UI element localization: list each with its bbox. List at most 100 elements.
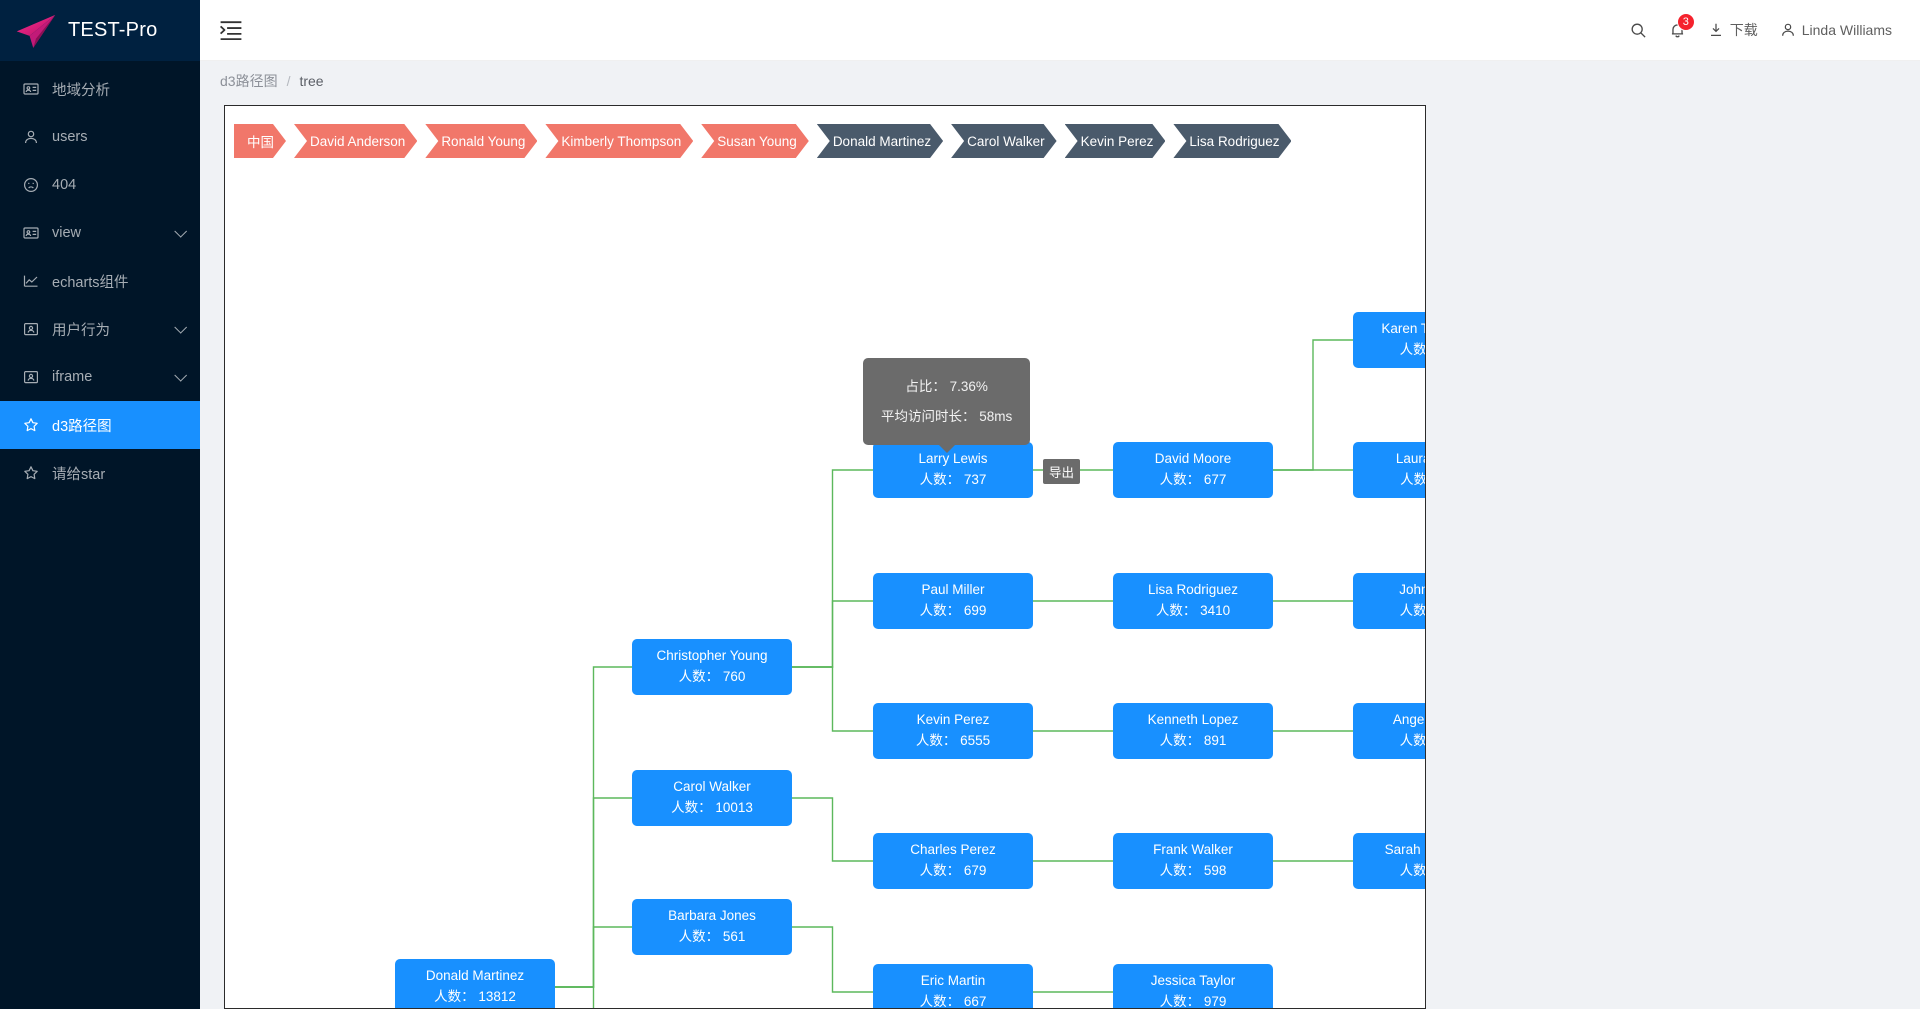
top-header: 3 下载 Linda Williams — [200, 0, 1920, 61]
sidebar-item-请给star[interactable]: 请给star — [0, 449, 200, 497]
tree-node[interactable]: Karen Thompson人数： 632 — [1353, 312, 1426, 368]
trail-segment[interactable]: Kevin Perez — [1065, 124, 1166, 158]
breadcrumb-separator: / — [286, 73, 291, 89]
tree-node-name: Sarah Robinson — [1384, 842, 1425, 858]
sidebar-item-用户行为[interactable]: 用户行为 — [0, 305, 200, 353]
tree-diagram: Donald Martinez 人数： 13812 Christopher Youn… — [225, 106, 1426, 1009]
tree-node[interactable]: Jessica Taylor 人数： 979 — [1113, 964, 1273, 1009]
tree-node-name: Larry Lewis — [918, 451, 988, 467]
header-actions: 3 下载 Linda Williams — [1630, 12, 1920, 40]
tree-node[interactable]: Sarah Robinson人数： 596 — [1353, 833, 1425, 889]
tree-node-name: Kevin Perez — [916, 712, 990, 728]
sidebar-item-label: 404 — [52, 177, 77, 193]
trail-segment[interactable]: Ronald Young — [425, 124, 537, 158]
tree-node-count: 人数： 13812 — [434, 989, 516, 1004]
tree-node-name: Carol Walker — [673, 779, 751, 795]
breadcrumb: d3路径图 / tree — [200, 61, 1920, 101]
breadcrumb-current: tree — [299, 73, 324, 89]
trail-segment[interactable]: Kimberly Thompson — [545, 124, 693, 158]
user-icon — [1781, 23, 1794, 36]
sidebar-item-view[interactable]: view — [0, 209, 200, 257]
trail-segment[interactable]: Donald Martinez — [817, 124, 943, 158]
download-button[interactable]: 下载 — [1708, 20, 1758, 40]
tree-node-name: Eric Martin — [920, 973, 986, 989]
tree-node-count: 人数： 10013 — [671, 800, 753, 815]
tree-link — [555, 986, 595, 1008]
trail-segment[interactable]: Susan Young — [701, 124, 809, 158]
tree-node[interactable]: Paul Miller 人数： 699 — [873, 573, 1033, 629]
sidebar-item-label: 请给star — [52, 466, 106, 483]
sidebar-item-iframe[interactable]: iframe — [0, 353, 200, 401]
tree-node-name: Barbara Jones — [668, 908, 756, 924]
tree-node[interactable]: Eric Martin 人数： 667 — [873, 964, 1033, 1009]
tree-link — [792, 797, 873, 862]
tree-node-count: 人数： 632 — [1399, 342, 1426, 357]
notification-badge: 3 — [1676, 12, 1695, 31]
sidebar-item-label: 用户行为 — [52, 322, 110, 339]
tree-node-count: 人数： 679 — [919, 863, 987, 878]
tree-node-count: 人数： 6555 — [915, 733, 991, 748]
search-icon[interactable] — [1630, 22, 1647, 39]
sidebar-item-label: users — [52, 129, 88, 145]
trail-segment[interactable]: Carol Walker — [951, 124, 1057, 158]
bell-icon[interactable]: 3 — [1669, 12, 1695, 39]
sidebar-item-users[interactable]: users — [0, 113, 200, 161]
tree-node-name: Donald Martinez — [425, 968, 525, 984]
brand-name: TEST-Pro — [68, 19, 158, 41]
tree-node-count: 人数： 760 — [678, 669, 746, 684]
contacts-icon — [22, 368, 40, 386]
export-button[interactable]: 导出 — [1043, 459, 1081, 484]
sidebar: TEST-Pro 地域分析 users — [0, 0, 200, 1009]
breadcrumb-parent[interactable]: d3路径图 — [220, 73, 278, 89]
tree-node[interactable]: Donald Martinez 人数： 13812 — [395, 959, 555, 1008]
sidebar-item-404[interactable]: 404 — [0, 161, 200, 209]
id-card-icon — [22, 80, 40, 98]
star-icon — [22, 464, 40, 482]
tree-link — [792, 600, 873, 668]
tree-node-name: Kenneth Lopez — [1147, 712, 1239, 728]
tree-node[interactable]: Carol Walker 人数： 10013 — [632, 770, 792, 826]
tree-node-count: 人数： 699 — [919, 603, 987, 618]
tree-node-count: 人数： 979 — [1159, 994, 1227, 1009]
tree-node[interactable]: Larry Lewis 人数： 737 — [873, 442, 1033, 498]
line-chart-icon — [22, 272, 40, 290]
menu-fold-icon[interactable] — [218, 17, 244, 43]
sidebar-item-label: 地域分析 — [52, 82, 110, 99]
tree-node[interactable]: Kenneth Lopez 人数： 891 — [1113, 703, 1273, 759]
trail-segment[interactable]: David Anderson — [294, 124, 417, 158]
tree-node-name: Frank Walker — [1153, 842, 1233, 858]
tree-node-name: Jessica Taylor — [1150, 973, 1236, 989]
sidebar-item-地域分析[interactable]: 地域分析 — [0, 65, 200, 113]
tree-node-count: 人数： 667 — [919, 994, 987, 1009]
logo-area[interactable]: TEST-Pro — [0, 0, 200, 61]
tree-node-count: 人数： 891 — [1159, 733, 1227, 748]
tree-node-name: Angela White — [1392, 712, 1425, 728]
tree-node[interactable]: Kevin Perez 人数： 6555 — [873, 703, 1033, 759]
tree-node[interactable]: Angela White人数： 698 — [1353, 703, 1425, 759]
sidebar-item-d3路径图[interactable]: d3路径图 — [0, 401, 200, 449]
user-menu[interactable]: Linda Williams — [1780, 22, 1892, 38]
sidebar-item-echarts组件[interactable]: echarts组件 — [0, 257, 200, 305]
download-icon — [1710, 23, 1721, 36]
star-icon — [22, 416, 40, 434]
contacts-icon — [22, 320, 40, 338]
tree-node-count: 人数： 737 — [919, 472, 987, 487]
trail-segment[interactable]: Lisa Rodriguez — [1173, 124, 1291, 158]
logo-icon — [14, 13, 58, 49]
chevron-down-icon — [174, 320, 188, 334]
tree-node-count: 人数： 511 — [1400, 472, 1426, 487]
tree-link — [792, 926, 873, 993]
tree-node[interactable]: Laura Harris 人数： 511 — [1353, 442, 1426, 498]
tree-node-name: Laura Harris — [1395, 451, 1425, 467]
tree-node-name: Paul Miller — [921, 582, 985, 598]
